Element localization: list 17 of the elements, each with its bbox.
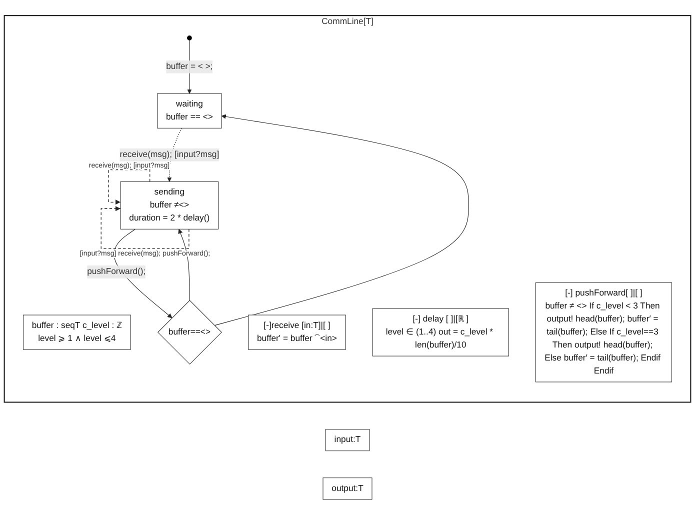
node-diamond: buffer==<> bbox=[157, 300, 222, 365]
arrow bbox=[178, 228, 190, 301]
node-box: [-]receive [in:T]|[ ] buffer' = buffer ⁀<in> bbox=[248, 314, 346, 350]
node-box: [-] delay [ ]|[ℝ ] level ∈ (1..4) out = c_level * len(buffer)/10 bbox=[372, 308, 509, 356]
arrow bbox=[214, 114, 469, 326]
edge-label: receive(msg); [input?msg] bbox=[120, 150, 220, 160]
node-box: sending buffer ≠<> duration = 2 * delay() bbox=[120, 181, 219, 230]
node-box: [-] pushForward[ ]|[ ] buffer ≠ <> If c_level < 3 Then output! head(buffer); buffer′ = tail(buffer); Else If c_level==3 Then output! head(buffer); Else buffer′ = tail(buffer); Endif Endif bbox=[535, 282, 672, 382]
arrow bbox=[100, 206, 190, 249]
node-box: buffer : seqT c_level : ℤ level ⩾ 1 ∧ level ⩽4 bbox=[22, 314, 131, 350]
node-circle bbox=[187, 36, 192, 40]
edge-label: buffer = < >; bbox=[166, 62, 213, 72]
node-box: input:T bbox=[325, 428, 370, 452]
node-box: waiting buffer == <> bbox=[157, 93, 222, 128]
edge-label: pushForward(); bbox=[87, 267, 146, 276]
node-box: output:T bbox=[322, 478, 372, 500]
arrow bbox=[108, 169, 150, 205]
